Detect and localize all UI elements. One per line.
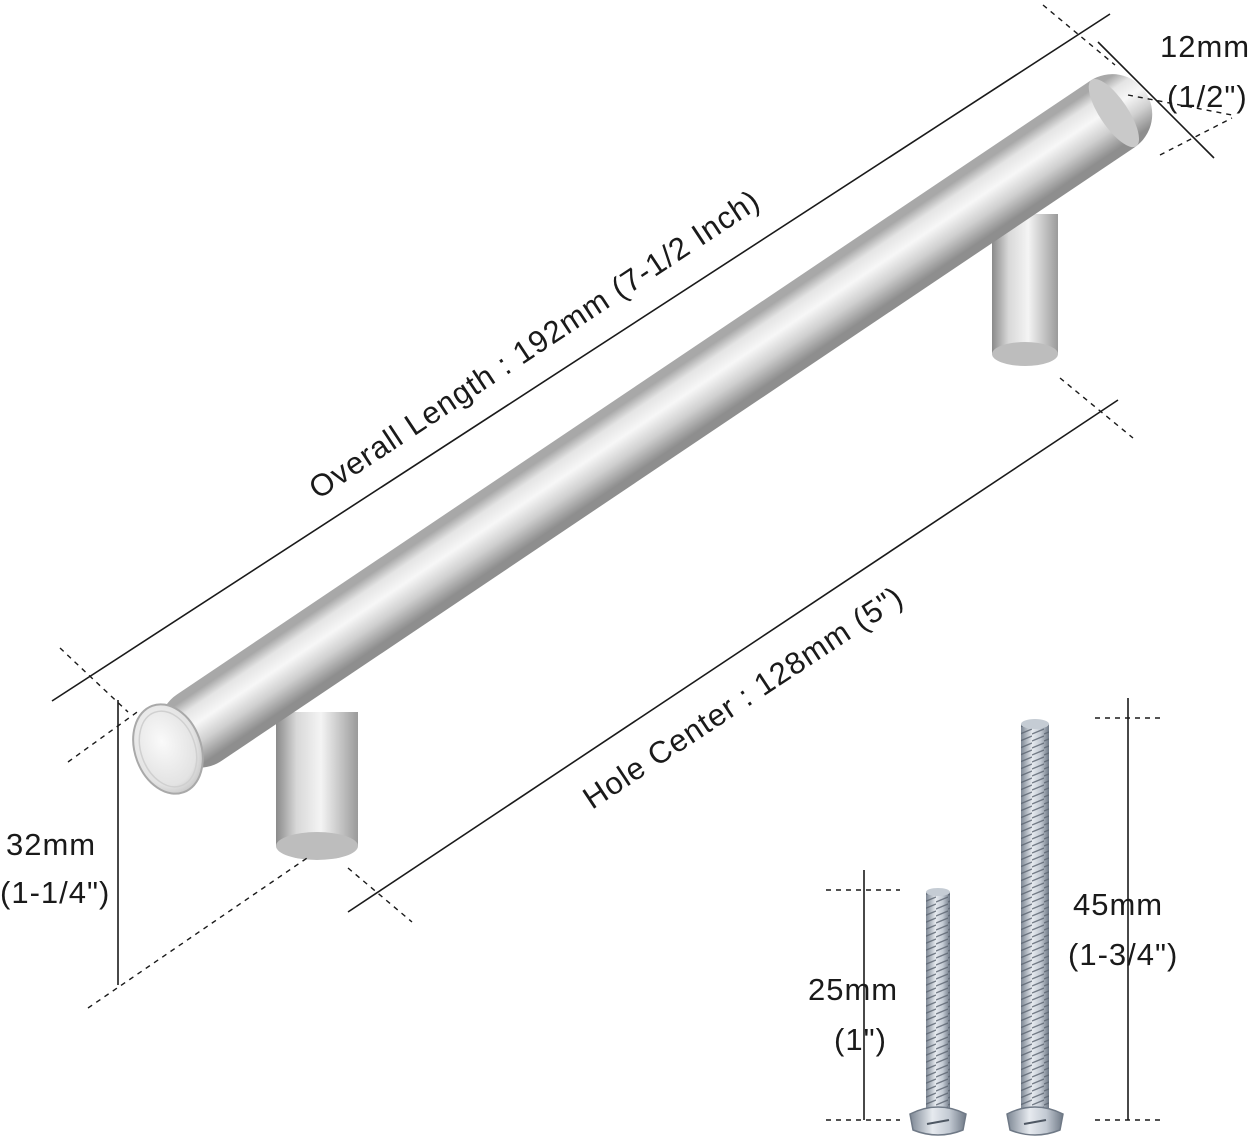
- diameter-mm-label: 12mm: [1160, 29, 1250, 64]
- long-screw: [1006, 719, 1064, 1136]
- diameter-dimension: 12mm (1/2"): [1097, 29, 1250, 159]
- diameter-in-label: (1/2"): [1167, 79, 1248, 114]
- long-screw-dimension: 45mm (1-3/4"): [1068, 698, 1178, 1121]
- handle-bar: [159, 74, 1153, 768]
- overall-length-dimension: Overall Length : 192mm (7-1/2 Inch): [51, 4, 1116, 713]
- projection-mm-label: 32mm: [6, 827, 96, 862]
- short-screw-mm-label: 25mm: [808, 972, 898, 1007]
- left-leg: [276, 712, 358, 860]
- hole-center-label: Hole Center : 128mm (5"): [577, 579, 910, 816]
- right-leg: [992, 214, 1058, 366]
- handle-legs: [276, 214, 1058, 860]
- short-screw: [909, 888, 967, 1136]
- hole-center-dimension: Hole Center : 128mm (5"): [347, 377, 1134, 923]
- short-screw-dimension: 25mm (1"): [808, 870, 900, 1121]
- long-screw-in-label: (1-3/4"): [1068, 937, 1178, 972]
- short-screw-in-label: (1"): [834, 1022, 887, 1057]
- projection-dimension: 32mm (1-1/4"): [0, 700, 311, 1009]
- bar-end-cap: [132, 703, 204, 795]
- long-screw-mm-label: 45mm: [1073, 887, 1163, 922]
- projection-in-label: (1-1/4"): [0, 875, 110, 910]
